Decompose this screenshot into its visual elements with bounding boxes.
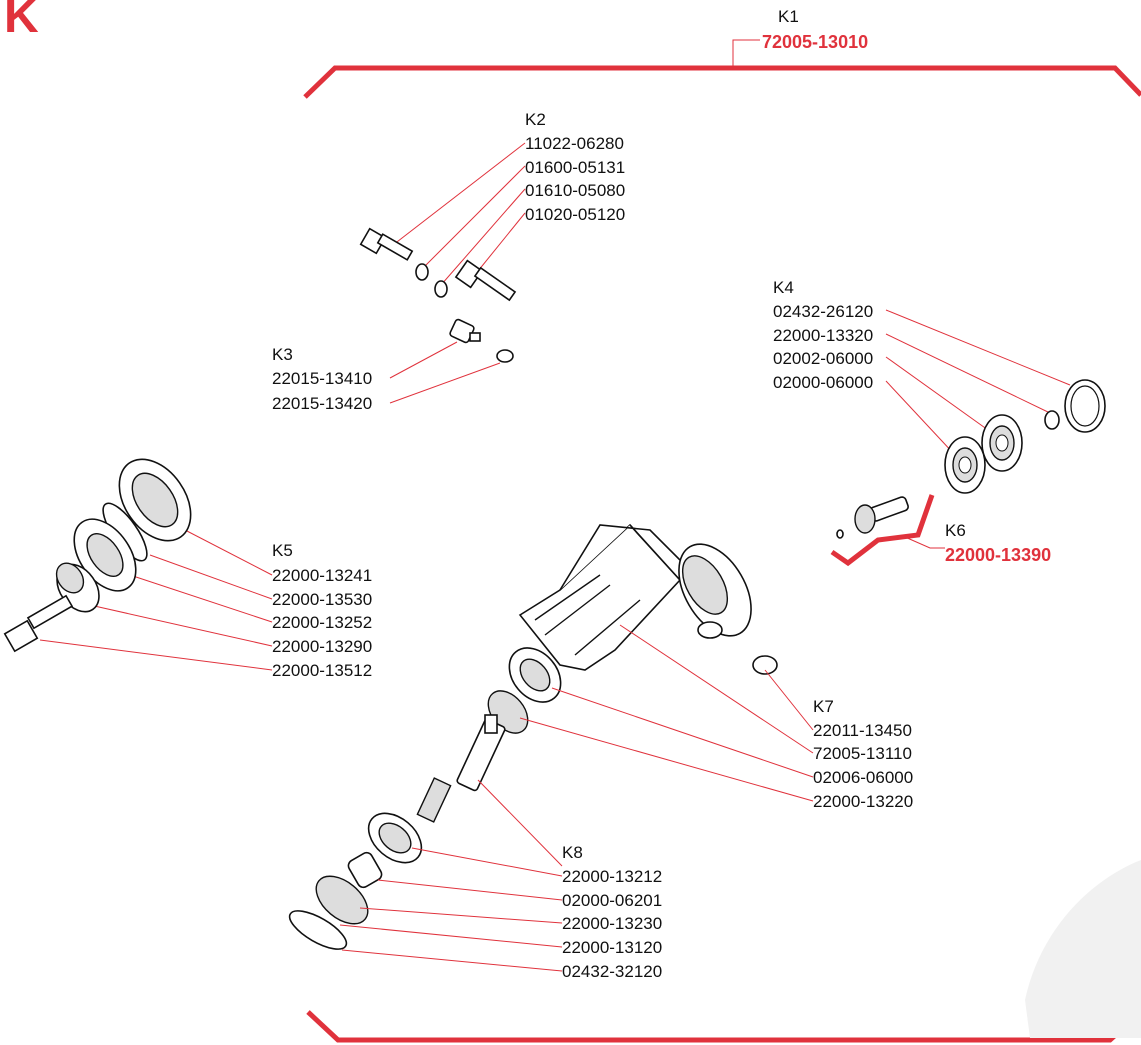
k5-label: K5 bbox=[272, 541, 293, 560]
k7-part-3: 02006-06000 bbox=[813, 768, 913, 787]
k8-part-4: 22000-13120 bbox=[562, 938, 662, 957]
section-letter: K bbox=[4, 0, 39, 43]
bolt-icon bbox=[359, 227, 414, 261]
k7-label: K7 bbox=[813, 697, 834, 716]
snap-ring-icon bbox=[288, 910, 348, 950]
k4-part-2: 22000-13320 bbox=[773, 326, 873, 345]
k5-part-4: 22000-13290 bbox=[272, 637, 372, 656]
k2-part-2: 01600-05131 bbox=[525, 158, 625, 177]
k5-part-1: 22000-13241 bbox=[272, 566, 372, 585]
k7-part-1: 22011-13450 bbox=[813, 721, 912, 740]
cover-plate-icon bbox=[118, 458, 192, 542]
k7-part-4: 22000-13220 bbox=[813, 792, 913, 811]
spline-shaft-icon bbox=[416, 714, 506, 823]
k8-part-2: 02000-06201 bbox=[562, 891, 662, 910]
k5-part-2: 22000-13530 bbox=[272, 590, 372, 609]
bevel-bearing-icon bbox=[508, 647, 562, 703]
k6-part-number: 22000-13390 bbox=[945, 545, 1051, 565]
washer-icon bbox=[434, 280, 448, 298]
k1-part-number: 72005-13010 bbox=[762, 32, 868, 52]
k2-label: K2 bbox=[525, 110, 546, 129]
k1-label: K1 bbox=[778, 7, 799, 26]
seal-icon bbox=[315, 875, 369, 925]
k3-part-1: 22015-13410 bbox=[272, 369, 372, 388]
k6-bracket bbox=[830, 494, 935, 567]
k2-part-1: 11022-06280 bbox=[525, 134, 624, 153]
nut-icon bbox=[449, 318, 481, 344]
circlip-icon bbox=[1064, 379, 1106, 433]
k6-label: K6 bbox=[945, 521, 966, 540]
bearing-icon bbox=[981, 414, 1023, 472]
watermark-shape bbox=[1025, 860, 1141, 1038]
k8-part-5: 02432-32120 bbox=[562, 962, 662, 981]
k4-part-4: 02000-06000 bbox=[773, 373, 873, 392]
hex-bolt-icon bbox=[3, 594, 74, 653]
k3-label: K3 bbox=[272, 345, 293, 364]
k8-part-1: 22000-13212 bbox=[562, 867, 662, 886]
screw-icon bbox=[454, 259, 517, 302]
k1-top-bracket bbox=[303, 65, 1141, 99]
bearing-icon bbox=[944, 436, 986, 494]
lower-bearing-icon bbox=[367, 812, 423, 864]
bushing-icon bbox=[347, 851, 383, 889]
k4-part-3: 02002-06000 bbox=[773, 349, 873, 368]
k7-part-2: 72005-13110 bbox=[813, 744, 912, 763]
k2-part-4: 01020-05120 bbox=[525, 205, 625, 224]
k5-part-3: 22000-13252 bbox=[272, 613, 372, 632]
pinion-gear-icon bbox=[836, 496, 909, 539]
k8-part-3: 22000-13230 bbox=[562, 914, 662, 933]
k3-part-2: 22015-13420 bbox=[272, 394, 372, 413]
small-washer-icon bbox=[1044, 410, 1060, 430]
k2-part-3: 01610-05080 bbox=[525, 181, 625, 200]
washer-icon bbox=[415, 263, 429, 281]
k1-bottom-bracket bbox=[306, 1010, 1141, 1043]
k5-part-5: 22000-13512 bbox=[272, 661, 372, 680]
k1-callout-line bbox=[732, 39, 760, 68]
gear-case-icon bbox=[518, 523, 752, 671]
k4-part-1: 02432-26120 bbox=[773, 302, 873, 321]
shim-icon bbox=[752, 655, 778, 675]
clip-icon bbox=[496, 349, 514, 363]
k8-label: K8 bbox=[562, 843, 583, 862]
k4-label: K4 bbox=[773, 278, 794, 297]
